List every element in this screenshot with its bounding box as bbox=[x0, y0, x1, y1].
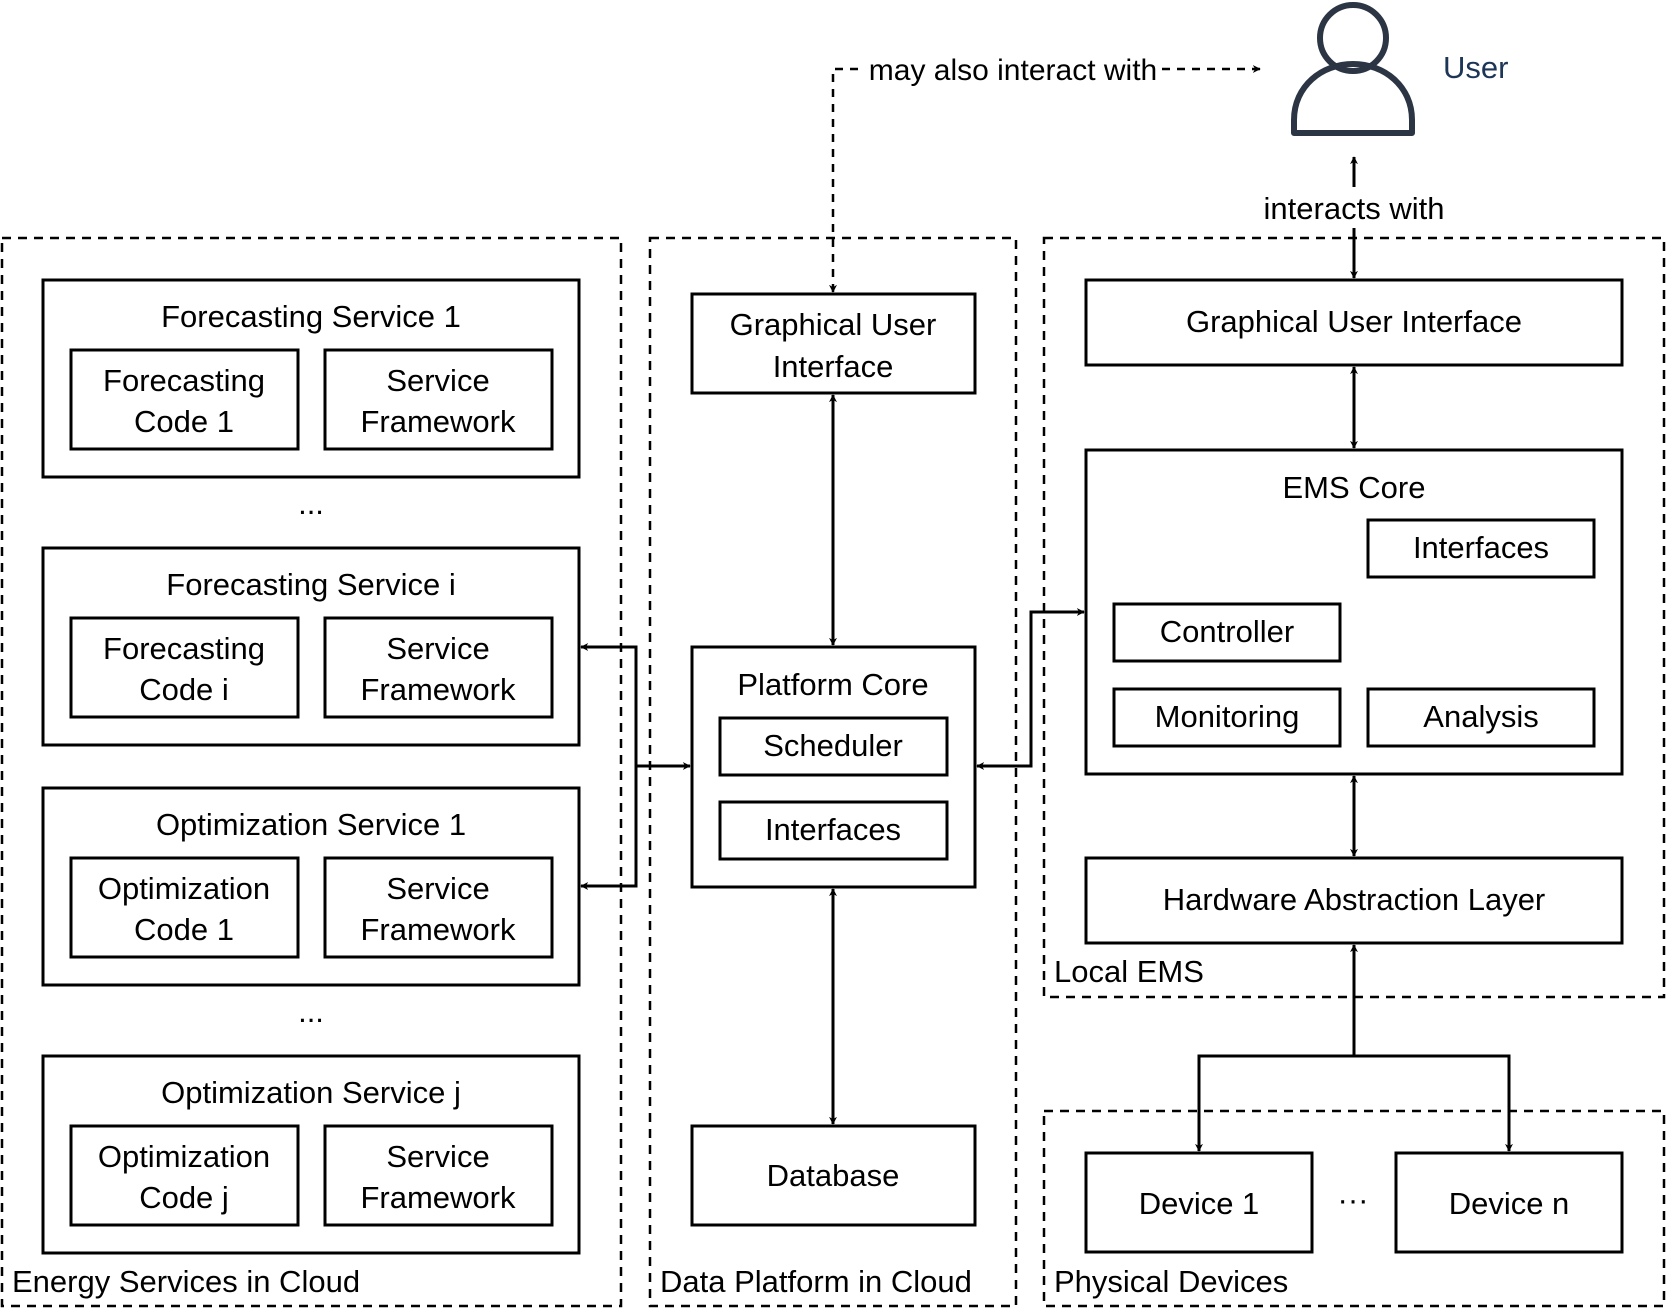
optimization-service-1: Optimization Service 1 Optimization Code… bbox=[41, 786, 581, 987]
device-n-label: Device n bbox=[1449, 1186, 1570, 1221]
code-line-2: Code j bbox=[139, 1180, 229, 1215]
framework-line-1: Service bbox=[386, 1139, 489, 1174]
hardware-abstraction-layer: Hardware Abstraction Layer bbox=[1084, 856, 1624, 945]
analysis-label: Analysis bbox=[1423, 699, 1538, 734]
region-label-physical-devices: Physical Devices bbox=[1054, 1264, 1288, 1299]
ems-core-title: EMS Core bbox=[1283, 470, 1426, 505]
service-title: Optimization Service 1 bbox=[156, 807, 466, 842]
code-line-1: Forecasting bbox=[103, 631, 265, 666]
platform-core-title: Platform Core bbox=[737, 667, 928, 702]
connector-platform-ems bbox=[976, 608, 1085, 770]
forecasting-service-1: Forecasting Service 1 Forecasting Code 1… bbox=[41, 278, 581, 479]
code-line-1: Optimization bbox=[98, 1139, 270, 1174]
services-ellipsis-1: ... bbox=[298, 486, 324, 521]
device-1-label: Device 1 bbox=[1139, 1186, 1260, 1221]
region-label-energy-services: Energy Services in Cloud bbox=[12, 1264, 360, 1299]
connector-service-i bbox=[580, 643, 638, 766]
service-title: Forecasting Service i bbox=[166, 567, 455, 602]
ems-interfaces-label: Interfaces bbox=[1413, 530, 1549, 565]
user-label: User bbox=[1443, 50, 1508, 85]
connector-user-platform-gui bbox=[829, 67, 865, 293]
region-physical-devices bbox=[1042, 1109, 1666, 1308]
person-icon bbox=[1291, 2, 1415, 136]
region-label-data-platform: Data Platform in Cloud bbox=[660, 1264, 972, 1299]
controller-label: Controller bbox=[1160, 614, 1294, 649]
service-title: Forecasting Service 1 bbox=[161, 299, 461, 334]
region-data-platform bbox=[648, 236, 1018, 1308]
framework-line-2: Framework bbox=[360, 672, 516, 707]
device-1: Device 1 bbox=[1084, 1151, 1314, 1254]
platform-gui-line-1: Graphical User bbox=[730, 307, 937, 342]
region-label-local-ems: Local EMS bbox=[1054, 954, 1204, 989]
platform-gui-line-2: Interface bbox=[773, 349, 894, 384]
scheduler-label: Scheduler bbox=[763, 728, 903, 763]
ems-core: EMS Core Interfaces Controller Monitorin… bbox=[1084, 448, 1624, 776]
code-line-2: Code 1 bbox=[134, 912, 234, 947]
connector-optimization-1 bbox=[580, 766, 638, 890]
may-interact-label: may also interact with bbox=[869, 54, 1157, 87]
device-n: Device n bbox=[1394, 1151, 1624, 1254]
framework-line-2: Framework bbox=[360, 404, 516, 439]
code-line-1: Optimization bbox=[98, 871, 270, 906]
platform-interfaces-label: Interfaces bbox=[765, 812, 901, 847]
database-label: Database bbox=[767, 1158, 900, 1193]
optimization-service-j: Optimization Service j Optimization Code… bbox=[41, 1054, 581, 1255]
forecasting-service-i: Forecasting Service i Forecasting Code i… bbox=[41, 546, 581, 747]
platform-core: Platform Core Scheduler Interfaces bbox=[690, 645, 977, 889]
code-line-2: Code 1 bbox=[134, 404, 234, 439]
platform-gui: Graphical User Interface bbox=[690, 292, 977, 395]
connector-device-n bbox=[1354, 1054, 1513, 1152]
interacts-label: interacts with bbox=[1264, 191, 1445, 226]
framework-line-1: Service bbox=[386, 631, 489, 666]
framework-line-2: Framework bbox=[360, 912, 516, 947]
framework-line-1: Service bbox=[386, 871, 489, 906]
devices-ellipsis: ··· bbox=[1338, 1182, 1369, 1217]
service-title: Optimization Service j bbox=[161, 1075, 461, 1110]
services-ellipsis-2: ... bbox=[298, 994, 324, 1029]
monitoring-label: Monitoring bbox=[1155, 699, 1300, 734]
ems-gui-label: Graphical User Interface bbox=[1186, 304, 1522, 339]
ems-gui: Graphical User Interface bbox=[1084, 278, 1624, 367]
hal-label: Hardware Abstraction Layer bbox=[1163, 882, 1546, 917]
region-energy-services bbox=[0, 236, 623, 1308]
framework-line-1: Service bbox=[386, 363, 489, 398]
database: Database bbox=[690, 1124, 977, 1227]
code-line-2: Code i bbox=[139, 672, 229, 707]
connector-device-1 bbox=[1195, 1054, 1354, 1152]
code-line-1: Forecasting bbox=[103, 363, 265, 398]
framework-line-2: Framework bbox=[360, 1180, 516, 1215]
